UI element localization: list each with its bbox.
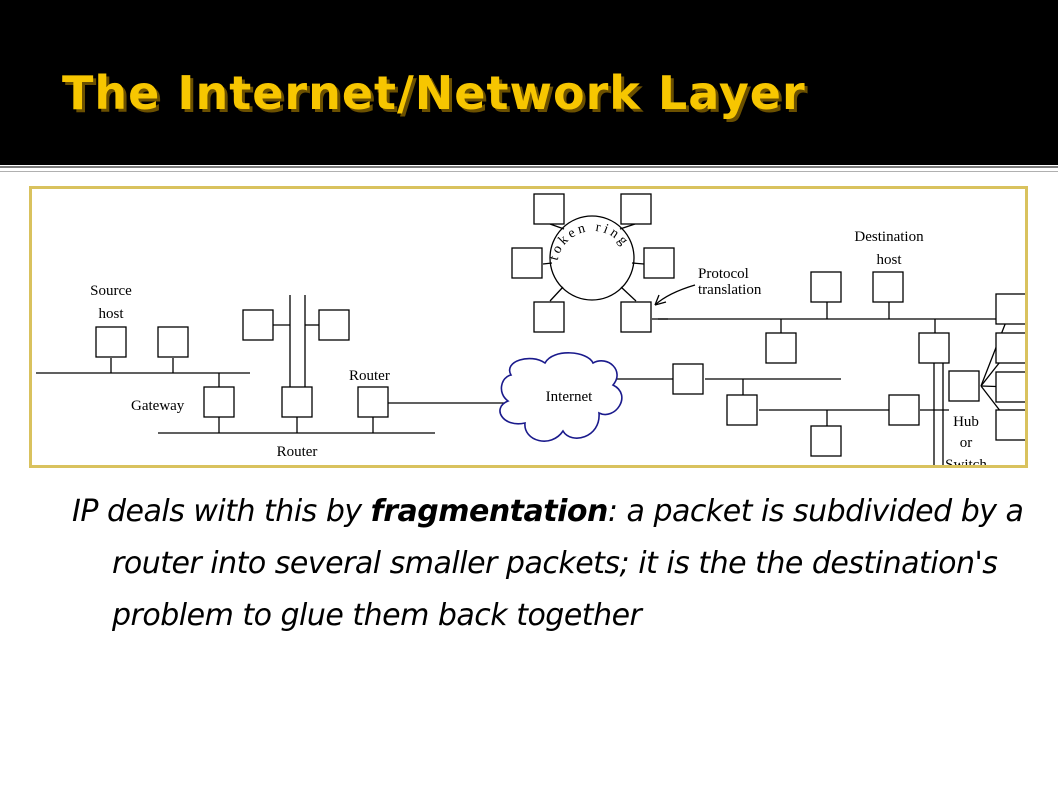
router-box: [357, 386, 389, 418]
divider-line: [0, 166, 1058, 168]
host-box: [157, 326, 189, 358]
slide-title: The Internet/Network Layer: [62, 66, 806, 120]
switch-host-box: [995, 371, 1025, 403]
hub-box: [948, 370, 980, 402]
destination-host-label-2: host: [876, 252, 902, 268]
translation-host-box: [620, 301, 652, 333]
ring-host-box: [533, 301, 565, 333]
ring-host-box: [620, 193, 652, 225]
host-box: [918, 332, 950, 364]
host-box: [726, 394, 758, 426]
destination-host-label: Destination: [854, 229, 924, 245]
host-box: [318, 309, 350, 341]
internet-label: Internet: [546, 389, 593, 405]
switch-host-box: [995, 293, 1025, 325]
ring-host-box: [643, 247, 675, 279]
hub-label: Hub: [953, 414, 979, 430]
switch-host-box: [995, 332, 1025, 364]
host-box: [672, 363, 704, 395]
caption-text-continued: : a packet is subdivided by a router int…: [112, 494, 1024, 633]
source-host-label-2: host: [98, 306, 124, 322]
host-box: [888, 394, 920, 426]
host-box: [810, 425, 842, 457]
caption-text: IP deals with this by: [72, 494, 371, 529]
caption-emphasis: fragmentation: [370, 494, 609, 529]
network-diagram-frame: Source host Gateway Router Router Intern…: [29, 186, 1028, 468]
ring-spoke: [631, 262, 645, 265]
ring-spoke: [619, 223, 636, 230]
ring-host-box: [511, 247, 543, 279]
token-ring: [549, 215, 635, 301]
protocol-arrow: [654, 284, 696, 306]
protocol-translation-label: Protocol: [698, 266, 749, 282]
router-box-bottom: [281, 386, 313, 418]
switch-label: Switch: [945, 457, 987, 465]
ring-spoke: [549, 223, 565, 230]
router-label: Router: [349, 368, 390, 384]
hub-label-or: or: [960, 435, 973, 451]
network-diagram: Source host Gateway Router Router Intern…: [36, 193, 1025, 465]
gateway-box: [203, 386, 235, 418]
internet-cloud: [499, 352, 623, 442]
ring-spoke: [542, 262, 553, 265]
gateway-label: Gateway: [131, 398, 185, 414]
host-box: [765, 332, 797, 364]
ring-spoke: [549, 286, 564, 302]
ring-host-box: [533, 193, 565, 225]
host-box: [242, 309, 274, 341]
source-host-box: [95, 326, 127, 358]
host-box: [810, 271, 842, 303]
router-label-bottom: Router: [277, 444, 318, 460]
divider-line-thin: [0, 171, 1058, 172]
arrow-head: [654, 294, 667, 306]
destination-host-box: [872, 271, 904, 303]
title-bar: The Internet/Network Layer: [0, 0, 1058, 165]
protocol-translation-label-2: translation: [698, 282, 762, 298]
source-host-label: Source: [90, 283, 132, 299]
ring-spoke: [620, 286, 637, 302]
slide-caption: IP deals with this by fragmentation: a p…: [72, 486, 1042, 642]
switch-host-box: [995, 409, 1025, 441]
